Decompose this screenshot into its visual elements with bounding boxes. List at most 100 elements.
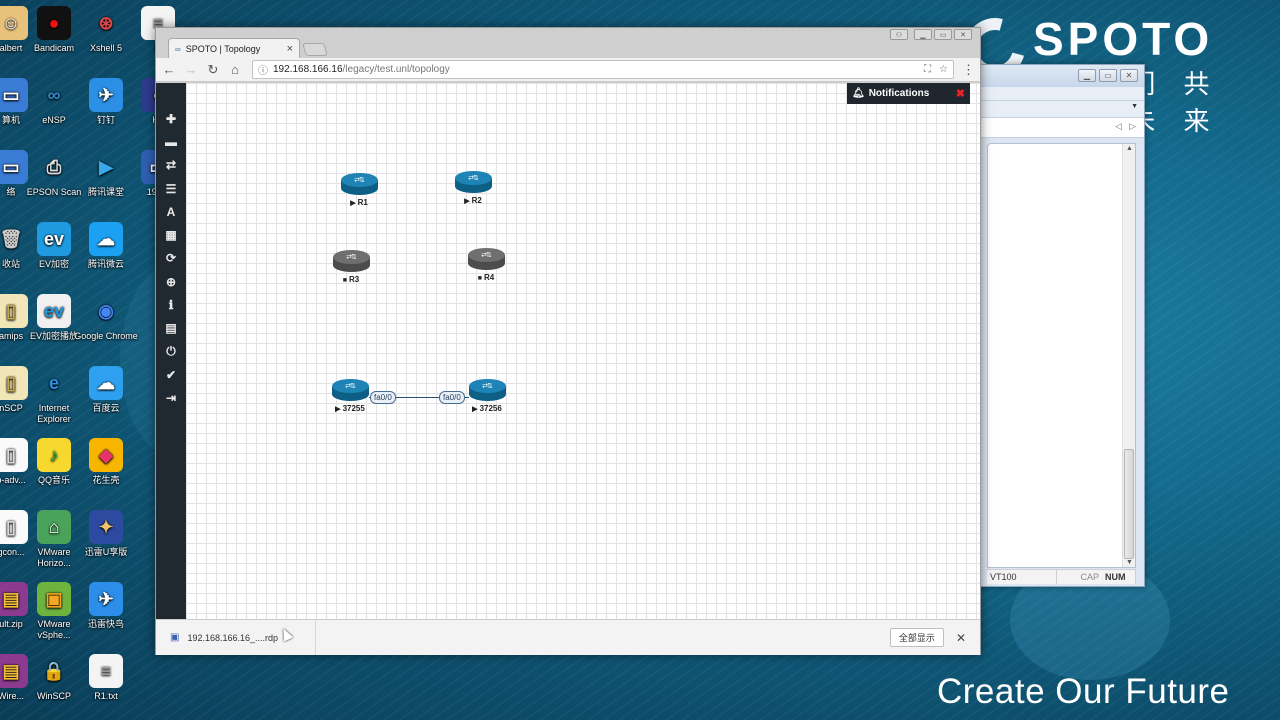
- desktop-icon[interactable]: ✈钉钉: [73, 78, 139, 126]
- desktop-icon[interactable]: ▯p-adv...: [0, 438, 44, 486]
- desktop-icon[interactable]: ≡R1.txt: [73, 654, 139, 702]
- desktop-icon[interactable]: ▯gcon...: [0, 510, 44, 558]
- networks-icon[interactable]: ⇄: [165, 158, 177, 173]
- desktop-icon[interactable]: ☺albert: [0, 6, 44, 54]
- desktop-icon[interactable]: 🗑收站: [0, 222, 44, 270]
- user-profile-button[interactable]: ⚇: [890, 29, 908, 40]
- back-button[interactable]: ←: [162, 62, 176, 77]
- desktop-icon[interactable]: ⎙EPSON Scan: [21, 150, 87, 198]
- tab-title: SPOTO | Topology: [185, 44, 261, 54]
- maximize-button[interactable]: ▭: [1099, 69, 1117, 82]
- lock-icon[interactable]: ✔: [165, 367, 177, 382]
- translate-icon[interactable]: ⛶: [924, 64, 932, 75]
- new-tab-button[interactable]: [302, 43, 328, 56]
- desktop-icon[interactable]: ▶腾讯课堂: [73, 150, 139, 198]
- terminal-scrollbar[interactable]: ▲ ▼: [1122, 144, 1135, 567]
- desktop-icon[interactable]: ✈迅雷快鸟: [73, 582, 139, 630]
- desktop-icon[interactable]: ⌂VMware Horizo...: [21, 510, 87, 569]
- router-node[interactable]: ⇄⇅▶R2: [453, 171, 493, 205]
- router-node[interactable]: ⇄⇅■R4: [466, 248, 506, 282]
- add-object-icon[interactable]: ✚: [165, 111, 177, 126]
- power-icon[interactable]: ⏻: [166, 344, 176, 359]
- browser-window[interactable]: ∞ SPOTO | Topology × ⚇ ▁ ▭ ✕ ← → ↻ ⌂ ⓘ 1…: [155, 27, 981, 655]
- chevron-up-icon[interactable]: ^: [286, 632, 291, 643]
- terminal-toolbar[interactable]: ▼: [979, 101, 1144, 118]
- link-37255-37256[interactable]: [369, 397, 469, 398]
- address-bar[interactable]: ⓘ 192.168.166.16 /legacy/test.unl/topolo…: [252, 60, 954, 79]
- interface-label[interactable]: fa0/0: [439, 391, 465, 404]
- show-all-downloads-button[interactable]: 全部显示: [889, 628, 944, 647]
- router-node[interactable]: ⇄⇅■R3: [331, 250, 371, 284]
- browser-tab-strip[interactable]: ∞ SPOTO | Topology × ⚇ ▁ ▭ ✕: [156, 28, 980, 59]
- desktop-icon[interactable]: ☁腾讯微云: [73, 222, 139, 270]
- desktop-icon[interactable]: ▭络: [0, 150, 44, 198]
- terminal-titlebar[interactable]: ▁ ▭ ✕: [979, 65, 1144, 87]
- desktop-icon[interactable]: ☁百度云: [73, 366, 139, 414]
- app-icon: e: [48, 372, 59, 393]
- nodes-icon[interactable]: ▬: [165, 134, 177, 149]
- interface-label[interactable]: fa0/0: [370, 391, 396, 404]
- node-name: R1: [357, 198, 368, 207]
- desktop-icon[interactable]: ▯nSCP: [0, 366, 44, 414]
- desktop-icon[interactable]: ▭算机: [0, 78, 44, 126]
- desktop-icon[interactable]: 🔒WinSCP: [21, 654, 87, 702]
- tab-scroll-left-icon[interactable]: ◁: [1115, 121, 1122, 131]
- desktop-icon[interactable]: ▤Wire...: [0, 654, 44, 702]
- desktop-icon[interactable]: ●Bandicam: [21, 6, 87, 54]
- router-node[interactable]: ⇄⇅▶R1: [339, 173, 379, 207]
- desktop-icon[interactable]: ✦迅雷U享版: [73, 510, 139, 558]
- browser-menu-button[interactable]: ⋮: [962, 61, 975, 77]
- desktop-icon[interactable]: ◉Google Chrome: [73, 294, 139, 342]
- notifications-panel[interactable]: 🔔︎ Notifications ✖: [847, 83, 970, 104]
- tab-topology[interactable]: ∞ SPOTO | Topology ×: [168, 38, 300, 59]
- router-node[interactable]: ⇄⇅▶37255: [330, 379, 370, 413]
- terminal-tab-strip[interactable]: ◁ ▷: [979, 118, 1144, 138]
- desktop-icon[interactable]: ▤ult.zip: [0, 582, 44, 630]
- desktop-icon[interactable]: ▯amips: [0, 294, 44, 342]
- toolbar-dropdown-icon[interactable]: ▼: [1131, 103, 1138, 110]
- layout-icon[interactable]: ▦: [165, 228, 177, 243]
- node-label: ▶37255: [330, 404, 370, 413]
- desktop-icon-label: 钉钉: [96, 115, 115, 125]
- tab-scroll-right-icon[interactable]: ▷: [1129, 121, 1136, 131]
- terminal-window[interactable]: ▁ ▭ ✕ ▼ ◁ ▷ ▲ ▼ VT100 CAP NUM: [978, 64, 1145, 587]
- maximize-button[interactable]: ▭: [934, 29, 952, 40]
- tab-close-icon[interactable]: ×: [286, 43, 293, 55]
- scroll-down-icon[interactable]: ▼: [1126, 559, 1133, 566]
- desktop-icon[interactable]: ∞eNSP: [21, 78, 87, 126]
- router-node[interactable]: ⇄⇅▶37256: [467, 379, 507, 413]
- forward-button[interactable]: →: [184, 62, 198, 77]
- terminal-menubar[interactable]: [979, 87, 1144, 101]
- minimize-button[interactable]: ▁: [914, 29, 932, 40]
- lab-details-icon[interactable]: ▤: [165, 321, 177, 336]
- site-info-icon[interactable]: ⓘ: [258, 66, 268, 77]
- refresh-icon[interactable]: ⟳: [165, 251, 177, 266]
- status-icon[interactable]: ℹ: [168, 298, 174, 313]
- reload-button[interactable]: ↻: [207, 61, 219, 77]
- close-button[interactable]: ✕: [1120, 69, 1138, 82]
- scrollbar-thumb[interactable]: [1124, 449, 1134, 559]
- download-item[interactable]: ▣ 192.168.166.16_....rdp ^: [170, 620, 316, 655]
- close-button[interactable]: ✕: [954, 29, 972, 40]
- zoom-icon[interactable]: ⊕: [165, 274, 177, 289]
- terminal-session-area[interactable]: ▲ ▼: [987, 143, 1136, 568]
- scroll-up-icon[interactable]: ▲: [1126, 145, 1133, 152]
- minimize-button[interactable]: ▁: [1078, 69, 1096, 82]
- close-lab-icon[interactable]: ⇥: [165, 391, 177, 406]
- bookmark-star-icon[interactable]: ☆: [939, 64, 948, 75]
- download-shelf-close-icon[interactable]: ✕: [955, 630, 966, 645]
- desktop-icon[interactable]: ◆花生壳: [73, 438, 139, 486]
- desktop-icon[interactable]: ⊛Xshell 5: [73, 6, 139, 54]
- home-button[interactable]: ⌂: [231, 62, 239, 77]
- node-label: ▶R1: [339, 198, 379, 207]
- topology-canvas[interactable]: ✚ ▬ ⇄ ☰ A ▦ ⟳ ⊕ ℹ ▤ ⏻ ✔ ⇥ 🔔︎ Notifications ✖ fa0/0 f…: [156, 83, 980, 619]
- startup-configs-icon[interactable]: ☰: [165, 181, 177, 196]
- app-icon: 🗑: [0, 228, 23, 249]
- desktop-icon[interactable]: ▣VMware vSphe...: [21, 582, 87, 641]
- notifications-close-icon[interactable]: ✖: [955, 88, 965, 100]
- desktop-icon[interactable]: ♪QQ音乐: [21, 438, 87, 486]
- text-objects-icon[interactable]: A: [166, 204, 176, 219]
